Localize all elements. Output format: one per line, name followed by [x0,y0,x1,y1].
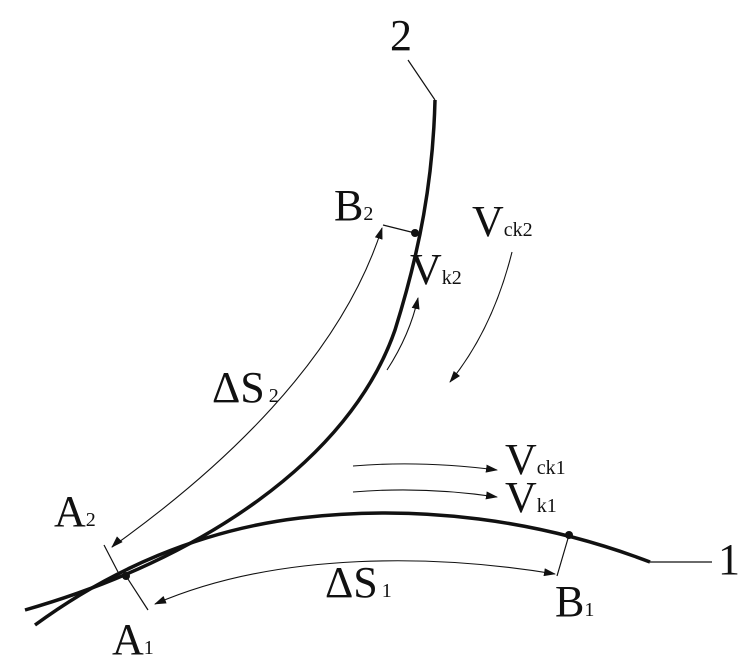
label-a1: A1 [112,615,154,664]
curve-2-number: 2 [390,11,412,60]
dim-tick-a1 [125,575,149,611]
label-b2: B2 [334,181,373,230]
curve-2-leader [407,59,436,101]
dim-arc-ds2 [111,227,383,548]
dim-tick-b2 [382,224,416,234]
dim-tick-b1 [556,534,570,577]
label-vk1: Vk1 [505,473,557,522]
label-vck1: Vck1 [505,435,566,484]
dim-arc-ds1 [154,560,556,605]
label-vk2: Vk2 [410,245,462,294]
velocity-arrow-vk1 [352,489,498,500]
label-a2: A2 [54,487,96,536]
velocity-arrow-vck1 [352,463,498,473]
dim-arc-ds2-start [111,536,123,548]
curve-1 [33,511,651,627]
curve-1-number: 1 [718,535,740,584]
dim-tick-a2 [103,544,119,573]
label-vck2: Vck2 [472,197,533,246]
velocity-arrow-vck2 [449,251,513,383]
curve-2 [24,99,437,612]
velocity-arrow-vk2 [386,297,420,371]
label-b1: B1 [555,577,594,626]
